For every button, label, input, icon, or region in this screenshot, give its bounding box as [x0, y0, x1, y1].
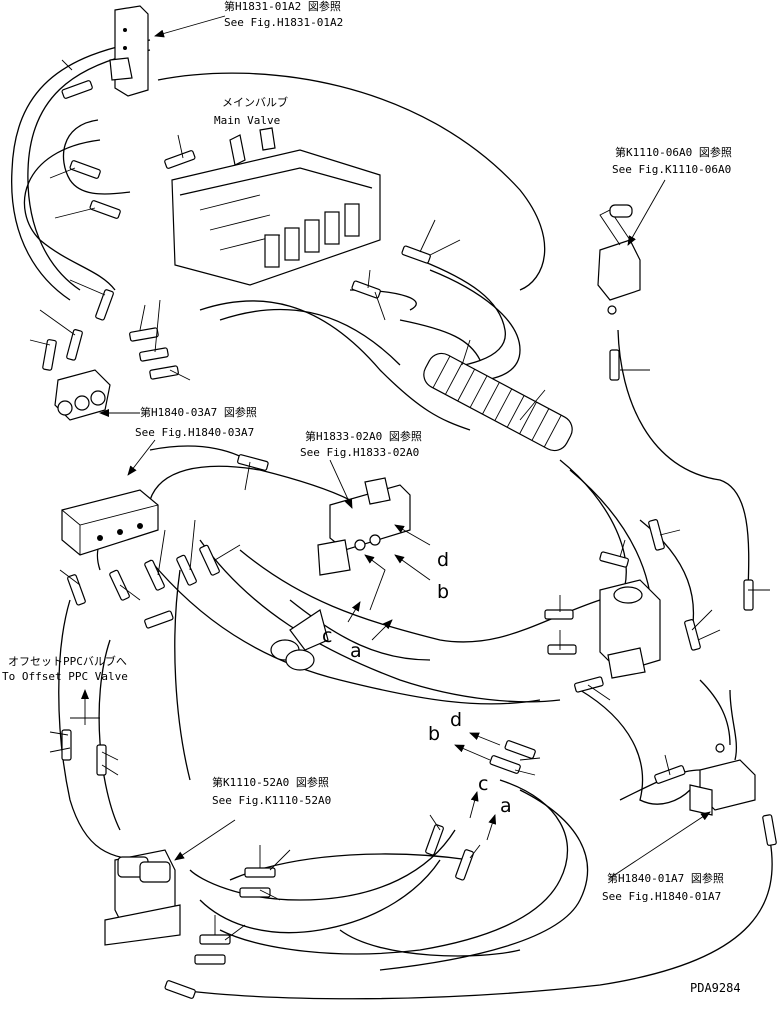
- pedal-valve: [104, 849, 181, 946]
- ref-k1110-06-en: See Fig.K1110-06A0: [612, 163, 732, 176]
- letter-b-lower: b: [428, 723, 441, 745]
- main-valve-body: [171, 127, 381, 286]
- letter-c-lower: c: [478, 773, 489, 795]
- ref-k1110-06-jp: 第K1110-06A0 図参照: [615, 146, 732, 159]
- main-valve-jp: メインバルブ: [222, 96, 288, 109]
- right-center-valve: [599, 579, 661, 679]
- offset-ppc-en: To Offset PPC Valve: [2, 670, 128, 683]
- letter-d-upper: d: [437, 549, 450, 571]
- offset-ppc-jp: オフセットPPCバルブへ: [8, 655, 127, 668]
- ref-k1110-52-en: See Fig.K1110-52A0: [212, 794, 332, 807]
- letter-c-upper: c: [322, 625, 333, 647]
- drawing-code: PDA9284: [690, 981, 741, 995]
- ref-h1840-03-en: See Fig.H1840-03A7: [135, 426, 255, 439]
- solenoid-valve-block: [61, 489, 159, 556]
- ref-h1833-en: See Fig.H1833-02A0: [300, 446, 420, 459]
- right-lever-valve: [597, 204, 641, 315]
- hose-lines: [11, 39, 773, 1000]
- hose-fittings: [42, 80, 777, 999]
- lower-right-valve: [689, 743, 756, 816]
- letter-a-upper: a: [350, 640, 362, 662]
- letter-a-lower: a: [500, 795, 512, 817]
- reference-arrows: [81, 15, 711, 879]
- hose-protector: [423, 352, 573, 452]
- ref-h1831-jp: 第H1831-01A2 図参照: [224, 0, 341, 13]
- ppc-valve-upper-left: [54, 369, 111, 421]
- ref-k1110-52-jp: 第K1110-52A0 図参照: [212, 776, 329, 789]
- ref-h1840-01-jp: 第H1840-01A7 図参照: [607, 872, 724, 885]
- ref-h1831-en: See Fig.H1831-01A2: [224, 16, 344, 29]
- letter-d-lower: d: [450, 709, 463, 731]
- ref-h1840-01-en: See Fig.H1840-01A7: [602, 890, 722, 903]
- main-valve-en: Main Valve: [214, 114, 281, 127]
- center-valve: [317, 477, 411, 576]
- ref-h1833-jp: 第H1833-02A0 図参照: [305, 430, 422, 443]
- leader-lines: [29, 59, 770, 941]
- top-bracket-valve: [109, 5, 149, 97]
- hose-clamp: [270, 609, 329, 671]
- letter-b-upper: b: [437, 581, 450, 603]
- ref-h1840-03-jp: 第H1840-03A7 図参照: [140, 406, 257, 419]
